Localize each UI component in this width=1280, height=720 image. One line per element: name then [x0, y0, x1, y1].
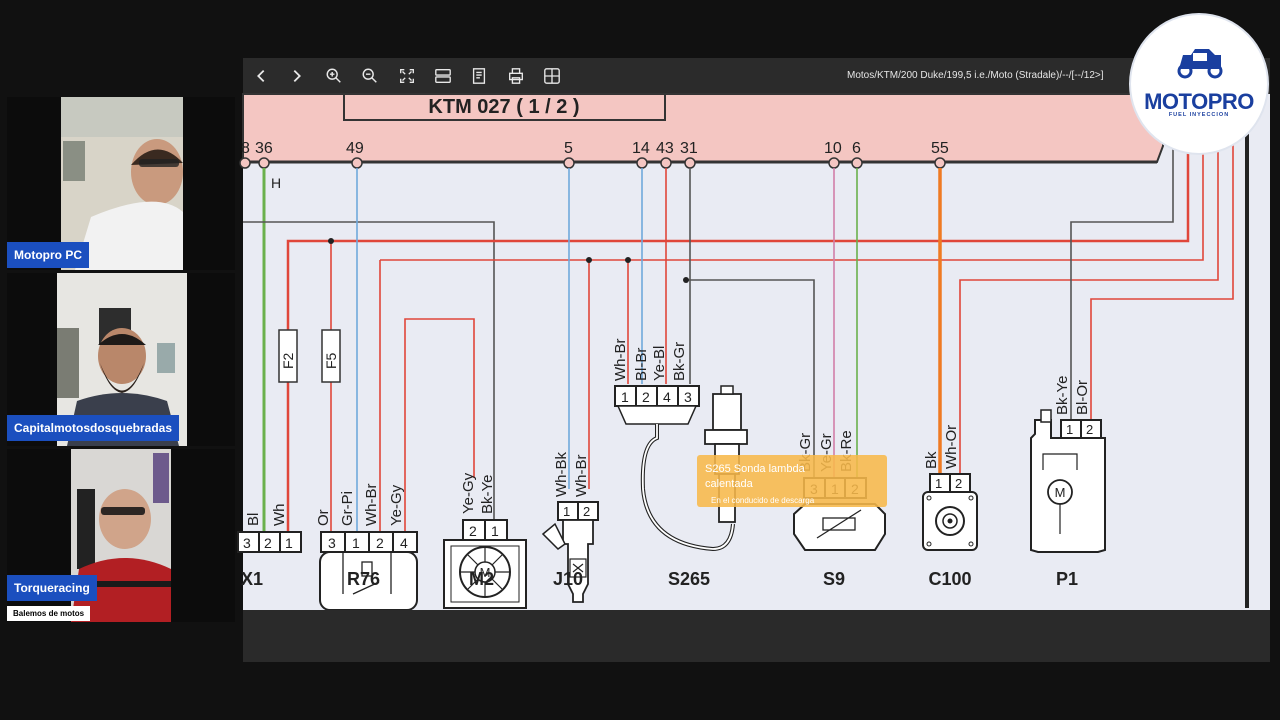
pin-number: 1: [621, 389, 629, 405]
pin-number: 2: [469, 523, 477, 539]
wire-label: Bl-Or: [1074, 380, 1091, 415]
motorcycle-icon: [1177, 49, 1223, 79]
pin-number: 2: [264, 535, 272, 551]
pin-number: 1: [491, 523, 499, 539]
pin-number: 1: [352, 535, 360, 551]
document-icon[interactable]: [469, 66, 489, 86]
pin-label: 49: [346, 140, 364, 157]
wire-label: Wh-Bk: [553, 452, 570, 498]
participant-name-2: Capitalmotosdosquebradas: [7, 415, 180, 441]
motopro-logo: MOTOPRO FUEL INYECCION: [1129, 13, 1269, 155]
pin-number: 2: [955, 476, 962, 491]
tooltip-desc: En el conducido de descarga: [711, 496, 815, 505]
wire-label: Wh: [271, 504, 288, 527]
participant-tile-3[interactable]: Torqueracing Balemos de motos: [7, 449, 235, 622]
pin-label: 55: [931, 140, 949, 157]
wire-label: Wh-Or: [943, 425, 960, 469]
layers-icon[interactable]: [433, 66, 453, 86]
wiring-diagram[interactable]: KTM 027 ( 1 / 2 ) 8 36 49 5 14 43 31 10 …: [237, 93, 1270, 611]
participant-name-1: Motopro PC: [7, 242, 89, 268]
wire-label: Bk: [923, 451, 940, 469]
component-label: P1: [1056, 569, 1078, 589]
fuse-label: F5: [323, 352, 339, 369]
back-icon[interactable]: [251, 66, 271, 86]
participant-video-3: [71, 449, 171, 622]
wire-label: Bk-Ye: [1054, 376, 1071, 415]
zoom-in-icon[interactable]: [324, 66, 344, 86]
pin-number: 2: [642, 389, 650, 405]
pin-number: 1: [563, 504, 570, 519]
logo-wordmark: MOTOPRO: [1144, 89, 1254, 114]
viewer-toolbar: Motos/KTM/200 Duke/199,5 i.e./Moto (Stra…: [243, 58, 1270, 94]
wire-label: Ye-Gy: [388, 484, 405, 526]
pin-number: 4: [663, 389, 671, 405]
pin-label: 36: [255, 140, 273, 157]
component-label: C100: [928, 569, 971, 589]
wire-label: Ye-Gy: [460, 472, 477, 514]
pin-number: 4: [400, 535, 408, 551]
diagram-title: KTM 027 ( 1 / 2 ): [428, 96, 579, 118]
print-icon[interactable]: [506, 66, 526, 86]
wire-label: Wh-Br: [573, 455, 590, 498]
participant-name-3: Torqueracing: [7, 575, 97, 601]
pin-number: 3: [328, 535, 336, 551]
wire-label: Bk-Gr: [671, 342, 688, 381]
pin-number: 3: [243, 535, 251, 551]
pin-number: 1: [935, 476, 942, 491]
pin-label: 8: [241, 140, 250, 157]
pin-label: 6: [852, 140, 861, 157]
wire-label: Wh-Br: [363, 484, 380, 527]
wire-label: Or: [315, 509, 332, 526]
component-label: S9: [823, 569, 845, 589]
wire-label: Bk-Ye: [479, 475, 496, 514]
participant-subtitle-3: Balemos de motos: [7, 606, 91, 621]
viewer-bottom-area: [243, 610, 1270, 662]
participant-video-1: [61, 97, 183, 270]
wiring-diagram-svg: KTM 027 ( 1 / 2 ) 8 36 49 5 14 43 31 10 …: [237, 93, 1249, 611]
participant-tile-2[interactable]: Capitalmotosdosquebradas: [7, 273, 235, 446]
component-label: S265: [668, 569, 710, 589]
grid-icon[interactable]: [542, 66, 562, 86]
pin-extra-label: H: [271, 175, 281, 191]
pin-number: 1: [285, 535, 293, 551]
pin-label: 5: [564, 140, 573, 157]
pin-label: 10: [824, 140, 842, 157]
forward-icon[interactable]: [287, 66, 307, 86]
pin-label: 31: [680, 140, 698, 157]
wire-label: Wh-Br: [612, 339, 629, 382]
pin-label: 14: [632, 140, 650, 157]
participant-tile-1[interactable]: Motopro PC: [7, 97, 235, 270]
pin-number: 3: [684, 389, 692, 405]
wire-label: Bl-Br: [633, 348, 650, 381]
motor-symbol: M: [1055, 485, 1066, 500]
logo-tagline: FUEL INYECCION: [1168, 112, 1230, 118]
component-label: X1: [241, 569, 263, 589]
wire-label: Gr-Pi: [339, 491, 356, 526]
component-label-j10-text: J10: [553, 569, 584, 589]
fuse-label: F2: [280, 352, 296, 369]
zoom-out-icon[interactable]: [360, 66, 380, 86]
component-label-m2-text: M2: [469, 569, 495, 589]
document-path: Motos/KTM/200 Duke/199,5 i.e./Moto (Stra…: [847, 70, 1104, 81]
pin-number: 2: [583, 504, 590, 519]
fit-screen-icon[interactable]: [397, 66, 417, 86]
motor-symbol: M: [480, 565, 491, 580]
pin-number: 2: [1086, 422, 1093, 437]
component-label-r76-text: R76: [347, 569, 381, 589]
wire-label: Bl: [245, 513, 262, 526]
pin-number: 1: [1066, 422, 1073, 437]
pin-number: 2: [376, 535, 384, 551]
document-viewer[interactable]: Motos/KTM/200 Duke/199,5 i.e./Moto (Stra…: [237, 58, 1270, 662]
pin-label: 43: [656, 140, 674, 157]
tooltip-title-text: S265 Sonda lambda calentada: [705, 463, 805, 490]
wire-label: Ye-Bl: [651, 346, 668, 381]
